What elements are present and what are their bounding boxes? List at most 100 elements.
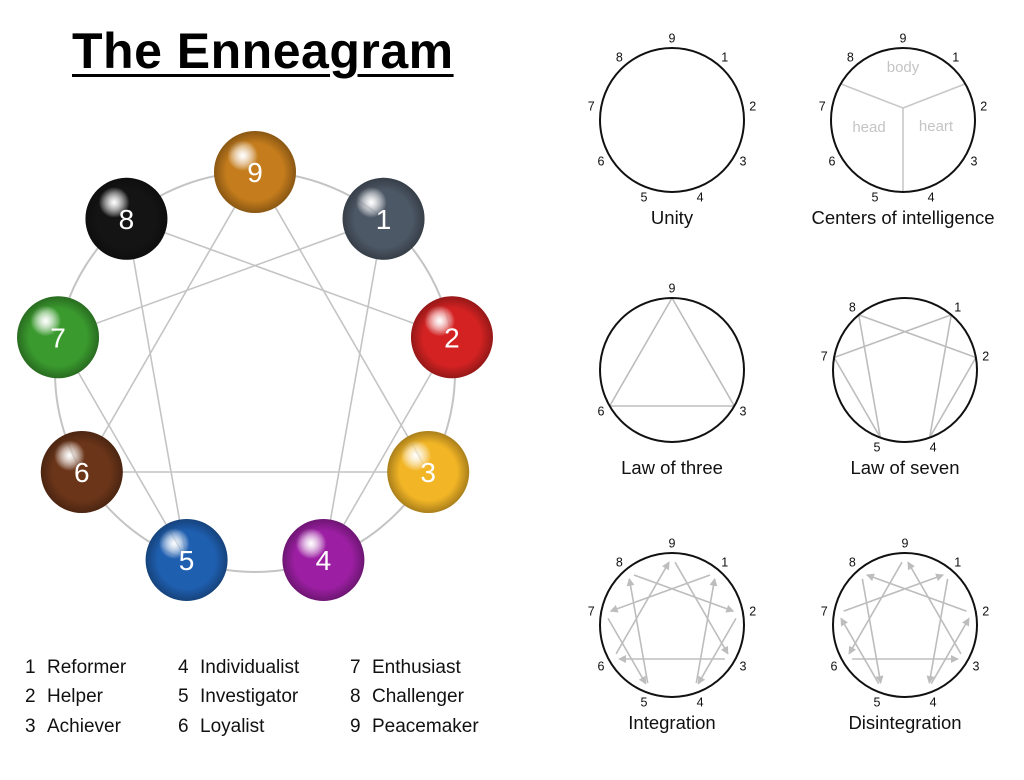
diagram-line <box>857 314 882 438</box>
diagram-caption: Law of three <box>621 457 723 478</box>
diagram-circle <box>599 297 745 443</box>
connection-line <box>57 336 188 561</box>
type-ball-6: 6 <box>40 431 123 513</box>
point-label: 4 <box>930 441 937 455</box>
center-divider <box>840 83 904 109</box>
diagram-circle <box>599 47 745 193</box>
diagram-line <box>833 357 882 439</box>
point-label: 3 <box>971 155 978 169</box>
legend-number: 5 <box>178 686 189 707</box>
diagram-arrow <box>848 561 903 655</box>
ball-label: 5 <box>179 545 195 576</box>
point-label: 5 <box>640 191 647 205</box>
point-label: 6 <box>598 155 605 169</box>
point-label: 4 <box>697 696 704 710</box>
diagram-arrow <box>907 561 962 655</box>
ball-shade <box>282 518 365 601</box>
ball-shade <box>145 518 228 601</box>
point-label: 7 <box>821 604 828 618</box>
connection-line <box>322 218 385 561</box>
diagram-arrow <box>926 578 949 684</box>
type-ball-4: 4 <box>282 518 365 601</box>
point-label: 3 <box>973 660 980 674</box>
ball-shade <box>85 177 168 260</box>
point-label: 1 <box>721 556 728 570</box>
ball-label: 4 <box>316 545 332 576</box>
diagram-caption: Law of seven <box>850 457 959 478</box>
connection-line <box>125 218 188 561</box>
legend-number: 9 <box>350 716 361 737</box>
diagram-line <box>928 357 977 439</box>
connection-line <box>81 171 256 473</box>
legend-label: Challenger <box>372 686 464 707</box>
point-label: 7 <box>821 349 828 363</box>
diagram-arrow <box>615 561 670 655</box>
legend-number: 3 <box>25 716 36 737</box>
point-label: 2 <box>749 604 756 618</box>
legend-item-7: 7 Enthusiast <box>350 657 461 679</box>
connection-line <box>126 218 453 339</box>
diagram-arrow <box>674 561 729 655</box>
type-ball-8: 8 <box>85 177 168 260</box>
legend-label: Enthusiast <box>372 657 461 678</box>
legend-label: Individualist <box>200 657 300 678</box>
ball-label: 1 <box>376 204 392 235</box>
point-label: 6 <box>598 405 605 419</box>
point-label: 9 <box>669 537 676 551</box>
point-label: 3 <box>740 155 747 169</box>
point-label: 3 <box>740 405 747 419</box>
ball-shade <box>342 177 425 260</box>
point-label: 7 <box>588 99 595 113</box>
ball-shade <box>17 296 100 379</box>
legend-label: Investigator <box>200 686 299 707</box>
point-label: 9 <box>669 32 676 46</box>
diagram-arrow <box>609 574 711 613</box>
center-label-head: head <box>852 119 885 136</box>
point-label: 8 <box>849 556 856 570</box>
diagram-circle <box>599 552 745 698</box>
ball-label: 9 <box>247 157 263 188</box>
ball-label: 2 <box>444 322 460 353</box>
type-ball-5: 5 <box>145 518 228 601</box>
ball-shade <box>214 131 296 213</box>
legend-number: 4 <box>178 657 189 678</box>
point-label: 6 <box>598 660 605 674</box>
diagram-arrow <box>843 573 945 612</box>
point-label: 5 <box>640 696 647 710</box>
legend-number: 1 <box>25 657 36 678</box>
diagram-caption: Disintegration <box>848 712 961 733</box>
ball-label: 8 <box>119 204 135 235</box>
ball-label: 7 <box>50 322 66 353</box>
point-label: 8 <box>616 556 623 570</box>
type-ball-3: 3 <box>387 431 470 513</box>
diagram-circle <box>830 47 976 193</box>
ball-label: 6 <box>74 457 90 488</box>
point-label: 9 <box>669 282 676 296</box>
type-ball-1: 1 <box>342 177 425 260</box>
diagram-arrow <box>930 617 970 685</box>
ball-shade <box>387 431 470 513</box>
point-label: 8 <box>847 51 854 65</box>
point-label: 2 <box>982 604 989 618</box>
legend-number: 2 <box>25 686 36 707</box>
point-label: 1 <box>954 301 961 315</box>
page-title: The Enneagram <box>72 23 454 79</box>
point-label: 7 <box>819 99 826 113</box>
point-label: 3 <box>740 660 747 674</box>
diagram-arrow <box>607 617 647 685</box>
point-label: 2 <box>980 99 987 113</box>
center-divider <box>902 83 966 109</box>
legend-number: 7 <box>350 657 361 678</box>
diagram-caption: Centers of intelligence <box>811 207 994 228</box>
diagram-arrow <box>840 617 880 685</box>
ball-shade <box>40 431 123 513</box>
